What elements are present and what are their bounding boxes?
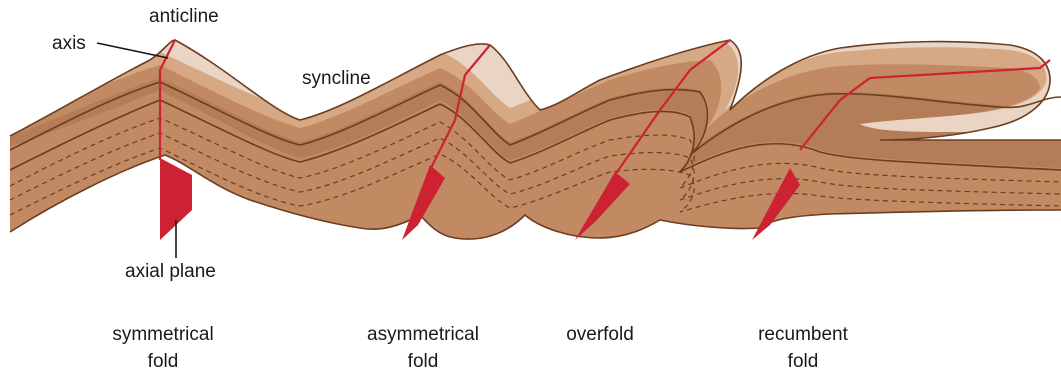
label-anticline: anticline — [149, 6, 219, 28]
caption-recumbent-fold: recumbent fold — [713, 321, 893, 374]
caption-symmetrical-fold: symmetrical fold — [73, 321, 253, 374]
label-axial-plane: axial plane — [125, 261, 216, 283]
caption-asymmetrical-fold: asymmetrical fold — [333, 321, 513, 374]
label-syncline: syncline — [302, 68, 371, 90]
label-axis: axis — [52, 33, 86, 55]
caption-overfold: overfold — [510, 321, 690, 348]
